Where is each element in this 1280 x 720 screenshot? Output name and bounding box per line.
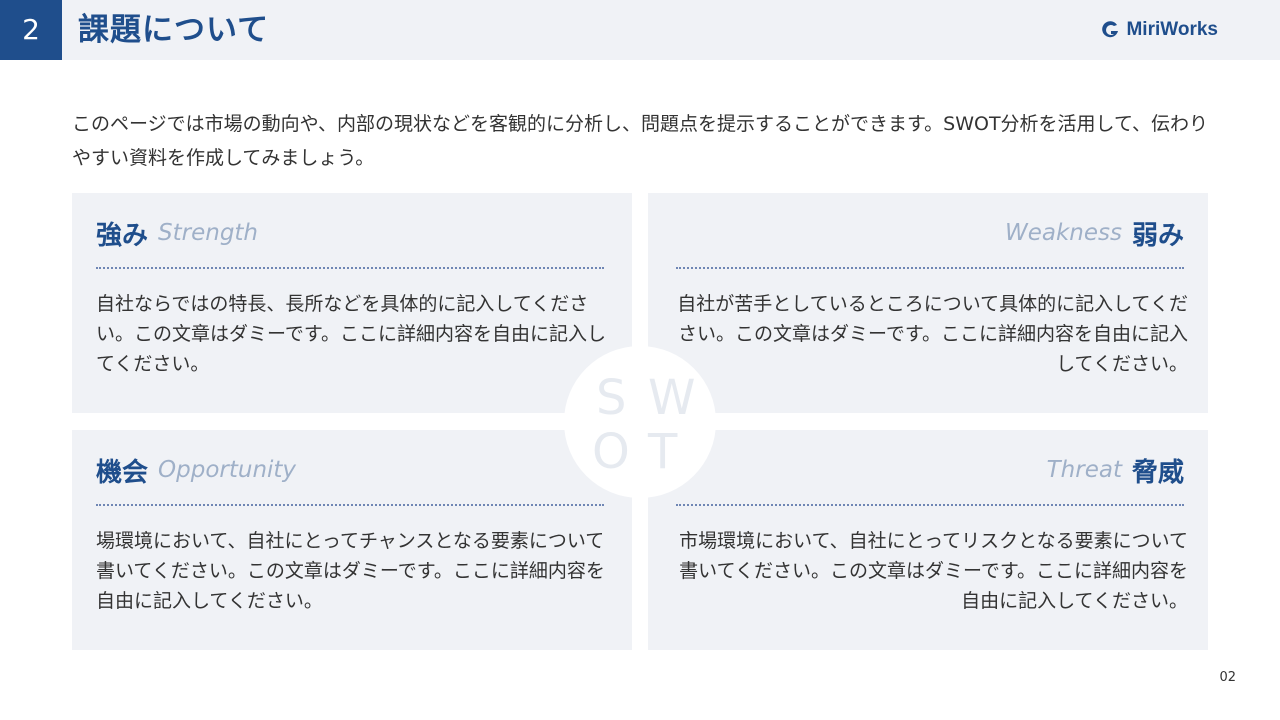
swot-card-opportunity: 機会 Opportunity 場環境において、自社にとってチャンスとなる要素につ… bbox=[72, 430, 632, 650]
dotted-divider bbox=[676, 267, 1184, 269]
card-title-jp: 機会 bbox=[96, 457, 149, 488]
card-heading: Weakness 弱み bbox=[676, 213, 1184, 253]
brand-name: MiriWorks bbox=[1126, 19, 1218, 40]
card-title-en: Strength bbox=[158, 220, 259, 246]
card-heading: 機会 Opportunity bbox=[96, 450, 604, 490]
dotted-divider bbox=[96, 267, 604, 269]
page-number: 02 bbox=[1219, 670, 1236, 685]
swot-letter-t: T bbox=[648, 424, 678, 480]
card-body-text: 市場環境において、自社にとってリスクとなる要素について書いてください。この文章は… bbox=[679, 530, 1188, 612]
dotted-divider bbox=[676, 504, 1184, 506]
intro-text: このページでは市場の動向や、内部の現状などを客観的に分析し、問題点を提示すること… bbox=[72, 113, 1209, 169]
card-heading: Threat 脅威 bbox=[676, 450, 1184, 490]
swot-card-threat: Threat 脅威 市場環境において、自社にとってリスクとなる要素について書いて… bbox=[648, 430, 1208, 650]
card-body-text: 場環境において、自社にとってチャンスとなる要素について書いてください。この文章は… bbox=[96, 530, 605, 612]
brand-mark-icon bbox=[1102, 21, 1119, 38]
swot-center-circle bbox=[564, 346, 716, 498]
swot-letter-s: S bbox=[596, 370, 627, 426]
card-title-jp: 弱み bbox=[1131, 220, 1184, 251]
card-title-en: Opportunity bbox=[158, 457, 297, 483]
card-body-text: 自社が苦手としているところについて具体的に記入してください。この文章はダミーです… bbox=[677, 293, 1188, 375]
section-number: 2 bbox=[0, 0, 62, 60]
header-bar: 2 課題について MiriWorks bbox=[0, 0, 1280, 60]
dotted-divider bbox=[96, 504, 604, 506]
card-title-jp: 脅威 bbox=[1131, 457, 1184, 488]
swot-card-strength: 強み Strength 自社ならではの特長、長所などを具体的に記入してください。… bbox=[72, 193, 632, 413]
card-title-en: Threat bbox=[1046, 457, 1122, 483]
swot-letter-w: W bbox=[648, 370, 696, 426]
swot-letter-o: O bbox=[592, 424, 630, 480]
page-title: 課題について bbox=[78, 12, 270, 48]
card-heading: 強み Strength bbox=[96, 213, 604, 253]
card-title-jp: 強み bbox=[96, 220, 149, 251]
brand-logo: MiriWorks bbox=[1100, 18, 1218, 42]
card-body-text: 自社ならではの特長、長所などを具体的に記入してください。この文章はダミーです。こ… bbox=[96, 293, 606, 375]
swot-card-weakness: Weakness 弱み 自社が苦手としているところについて具体的に記入してくださ… bbox=[648, 193, 1208, 413]
card-title-en: Weakness bbox=[1004, 220, 1122, 246]
